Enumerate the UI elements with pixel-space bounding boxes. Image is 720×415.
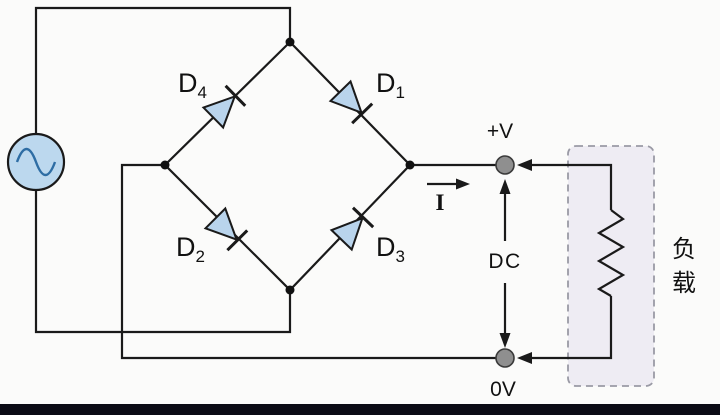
wire-left-node-to-0v bbox=[120, 163, 496, 360]
resistor-zigzag bbox=[596, 209, 626, 297]
load-bottom-arrowhead-icon bbox=[517, 352, 532, 364]
diode-d4-label: D4 bbox=[178, 68, 207, 102]
diode-d1-label-base: D bbox=[376, 68, 396, 98]
zero-v-label: 0V bbox=[490, 378, 516, 401]
diode-d2-label-sub: 2 bbox=[196, 247, 205, 266]
load-label-char-2: 载 bbox=[672, 269, 696, 297]
diode-d1-icon bbox=[328, 79, 374, 125]
plus-v-label: +V bbox=[487, 120, 513, 143]
bottom-bar bbox=[0, 404, 720, 415]
diode-d3-label-base: D bbox=[376, 232, 396, 262]
sine-wave-icon bbox=[15, 147, 57, 177]
wire-ac-bottom bbox=[34, 190, 292, 334]
load-label-char-1: 负 bbox=[672, 235, 696, 263]
terminal-plus-v bbox=[495, 155, 515, 175]
diode-d4-label-sub: 4 bbox=[198, 83, 207, 102]
junction-dot-top bbox=[285, 37, 295, 47]
wire-load-top bbox=[532, 163, 613, 210]
terminal-zero-v bbox=[495, 348, 515, 368]
diode-d3-label-sub: 3 bbox=[396, 247, 405, 266]
current-label: I bbox=[436, 190, 445, 215]
diode-bridge bbox=[201, 79, 375, 252]
junction-dot-right bbox=[405, 160, 415, 170]
diode-d3-icon bbox=[329, 206, 375, 252]
diode-d2-label-base: D bbox=[176, 232, 196, 262]
ac-source bbox=[6, 132, 66, 192]
diode-d4-label-base: D bbox=[178, 68, 198, 98]
diode-d2-icon bbox=[203, 206, 249, 252]
junction-dot-bottom bbox=[285, 285, 295, 295]
diode-d3-label: D3 bbox=[376, 232, 405, 266]
wire-load-bottom bbox=[532, 296, 613, 360]
load-box bbox=[567, 145, 655, 387]
junction-dot-left bbox=[160, 160, 170, 170]
dc-up-arrowhead-icon bbox=[499, 179, 511, 194]
diode-d1-label-sub: 1 bbox=[396, 83, 405, 102]
load-top-arrowhead-icon bbox=[517, 159, 532, 171]
dc-label: DC bbox=[488, 250, 521, 273]
junction-dots bbox=[160, 37, 415, 295]
arrowheads bbox=[456, 159, 532, 364]
diode-d1-label: D1 bbox=[376, 68, 405, 102]
dc-down-arrowhead-icon bbox=[499, 333, 511, 348]
diode-d4-icon bbox=[201, 84, 247, 130]
wire-ac-top bbox=[34, 6, 292, 134]
current-arrowhead-icon bbox=[456, 178, 470, 190]
diode-d2-label: D2 bbox=[176, 232, 205, 266]
